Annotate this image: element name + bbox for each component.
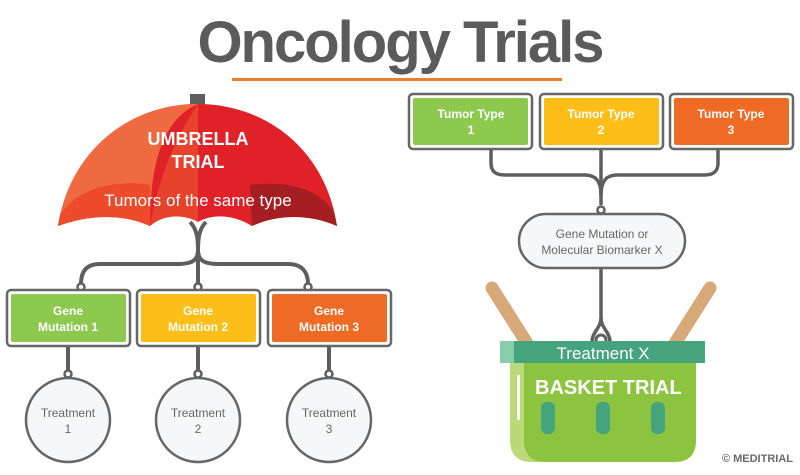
treatment-3-label-line1: Treatment: [302, 406, 357, 420]
treatment-3-circle: Treatment 3: [285, 376, 373, 464]
treatment-3-label-line2: 3: [326, 422, 333, 436]
tumor-type-3-box: Tumor Type 3: [668, 92, 795, 151]
umbrella-connectors: [66, 220, 331, 372]
gene-mutation-3-label-line2: Mutation 3: [299, 320, 359, 334]
basket-connectors: [489, 150, 720, 343]
umbrella-canopy-icon: [58, 104, 337, 226]
umbrella-trial: UMBRELLA TRIAL Tumors of the same type G…: [5, 94, 393, 464]
basket-trial: Tumor Type 1 Tumor Type 2 Tumor Type 3: [407, 92, 795, 462]
treatment-2-circle: Treatment 2: [154, 376, 242, 464]
gene-mutation-2-box: Gene Mutation 2: [135, 288, 262, 348]
tumor-type-2-box: Tumor Type 2: [538, 92, 665, 151]
copyright-label: © MEDITRIAL: [722, 453, 793, 465]
biomarker-label-line1: Gene Mutation or: [556, 227, 649, 241]
treatment-1-circle: Treatment 1: [24, 376, 112, 464]
page-title: Oncology Trials: [197, 10, 602, 75]
tumor-type-2-label-line2: 2: [598, 123, 605, 137]
umbrella-title-line1: UMBRELLA: [148, 129, 249, 149]
basket-handles-icon: [485, 281, 717, 355]
treatment-x-label: Treatment X: [557, 344, 650, 363]
umbrella-tip-icon: [190, 94, 205, 106]
gene-mutation-1-box: Gene Mutation 1: [5, 288, 132, 348]
gene-mutation-2-label-line1: Gene: [183, 304, 213, 318]
basket-icon: [500, 341, 705, 462]
title-underline: [232, 78, 562, 81]
treatment-1-label-line1: Treatment: [41, 406, 96, 420]
biomarker-pill: Gene Mutation or Molecular Biomarker X: [517, 212, 687, 270]
treatment-2-label-line1: Treatment: [171, 406, 226, 420]
gene-mutation-3-box: Gene Mutation 3: [266, 288, 393, 348]
treatment-2-label-line2: 2: [195, 422, 202, 436]
umbrella-title-line2: TRIAL: [172, 152, 225, 172]
tumor-type-1-label-line2: 1: [468, 123, 475, 137]
tumor-type-3-label-line2: 3: [728, 123, 735, 137]
gene-mutation-3-label-line1: Gene: [314, 304, 344, 318]
basket-trial-title: BASKET TRIAL: [535, 377, 682, 399]
tumor-type-3-label-line1: Tumor Type: [698, 107, 765, 121]
biomarker-label-line2: Molecular Biomarker X: [541, 243, 662, 257]
tumor-type-1-box: Tumor Type 1: [407, 92, 534, 151]
treatment-1-label-line2: 1: [65, 422, 72, 436]
umbrella-subtitle: Tumors of the same type: [104, 191, 291, 210]
gene-mutation-2-label-line2: Mutation 2: [168, 320, 228, 334]
gene-mutation-1-label-line2: Mutation 1: [38, 320, 98, 334]
tumor-type-2-label-line1: Tumor Type: [568, 107, 635, 121]
gene-mutation-1-label-line1: Gene: [53, 304, 83, 318]
tumor-type-1-label-line1: Tumor Type: [438, 107, 505, 121]
